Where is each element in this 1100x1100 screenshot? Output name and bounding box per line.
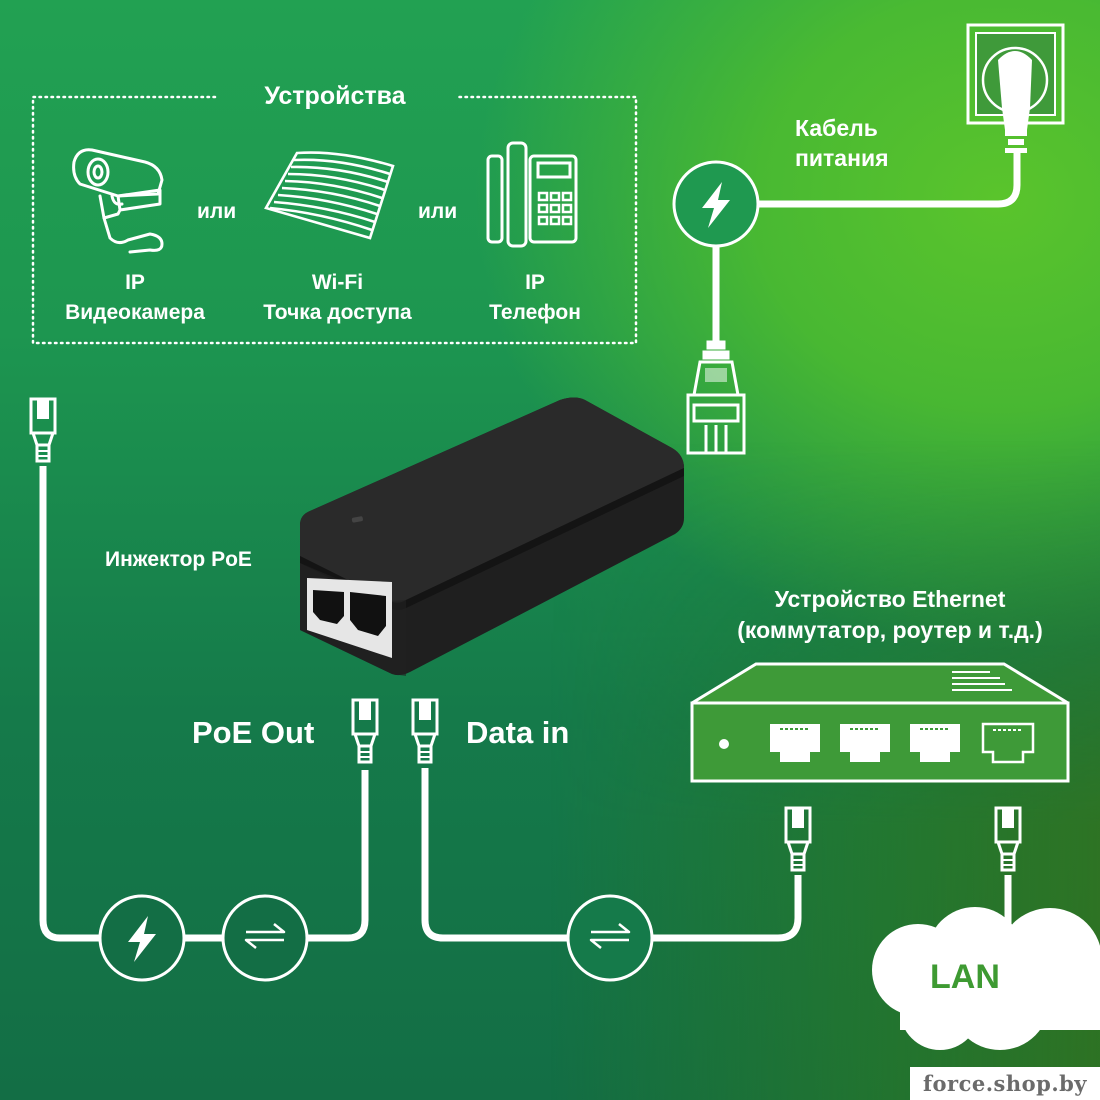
- device-label-ip-camera: IP Видеокамера: [40, 268, 230, 328]
- rj45-plug-icon: [29, 397, 57, 463]
- device-label-line1: IP: [125, 271, 145, 294]
- device-label-ip-phone: IP Телефон: [450, 268, 620, 328]
- devices-title: Устройства: [264, 82, 406, 110]
- poe-cable: [39, 466, 369, 942]
- device-label-line2: Видеокамера: [65, 301, 205, 324]
- data-in-node: [566, 894, 654, 982]
- poe-out-label: PoE Out: [192, 715, 315, 750]
- power-node: [672, 160, 760, 248]
- injector-label: Инжектор PoE: [105, 548, 252, 571]
- watermark: force.shop.by: [910, 1067, 1100, 1100]
- power-cable-label-line1: Кабель: [795, 115, 878, 141]
- power-cable: [757, 150, 1021, 208]
- poe-data-node: [221, 894, 309, 982]
- iec-connector-icon: [686, 340, 746, 455]
- device-label-line2: Телефон: [489, 301, 581, 324]
- rj45-plug-icon: [784, 806, 812, 872]
- power-plug-socket-icon: [966, 23, 1065, 153]
- ethernet-switch-icon: [690, 662, 1070, 783]
- rj45-plug-icon: [351, 698, 379, 764]
- device-label-line2: Точка доступа: [263, 301, 412, 324]
- rj45-plug-icon: [411, 698, 439, 764]
- lan-cloud-icon: [872, 907, 1100, 1050]
- data-in-label: Data in: [466, 715, 570, 750]
- ip-camera-icon: [72, 148, 164, 254]
- devices-frame: [31, 95, 638, 345]
- wifi-access-point-icon: [264, 151, 395, 240]
- device-label-line1: Wi-Fi: [311, 271, 364, 294]
- device-label-wifi-ap: Wi-Fi Точка доступа: [240, 268, 435, 328]
- poe-power-node: [98, 894, 186, 982]
- ethernet-device-label: Устройство Ethernet (коммутатор, роутер …: [680, 584, 1100, 646]
- power-cable-label-line2: питания: [795, 145, 889, 171]
- ethernet-device-label-line2: (коммутатор, роутер и т.д.): [737, 617, 1043, 643]
- ethernet-device-label-line1: Устройство Ethernet: [774, 586, 1006, 612]
- power-cable-label: Кабель питания: [795, 113, 889, 173]
- rj45-plug-icon: [994, 806, 1022, 872]
- device-label-line1: IP: [525, 271, 545, 294]
- data-in-cable: [421, 768, 802, 942]
- lan-label: LAN: [930, 958, 1000, 996]
- poe-injector-image: [300, 397, 684, 676]
- separator-or: или: [197, 200, 237, 223]
- separator-or: или: [418, 200, 458, 223]
- ip-phone-icon: [486, 141, 578, 248]
